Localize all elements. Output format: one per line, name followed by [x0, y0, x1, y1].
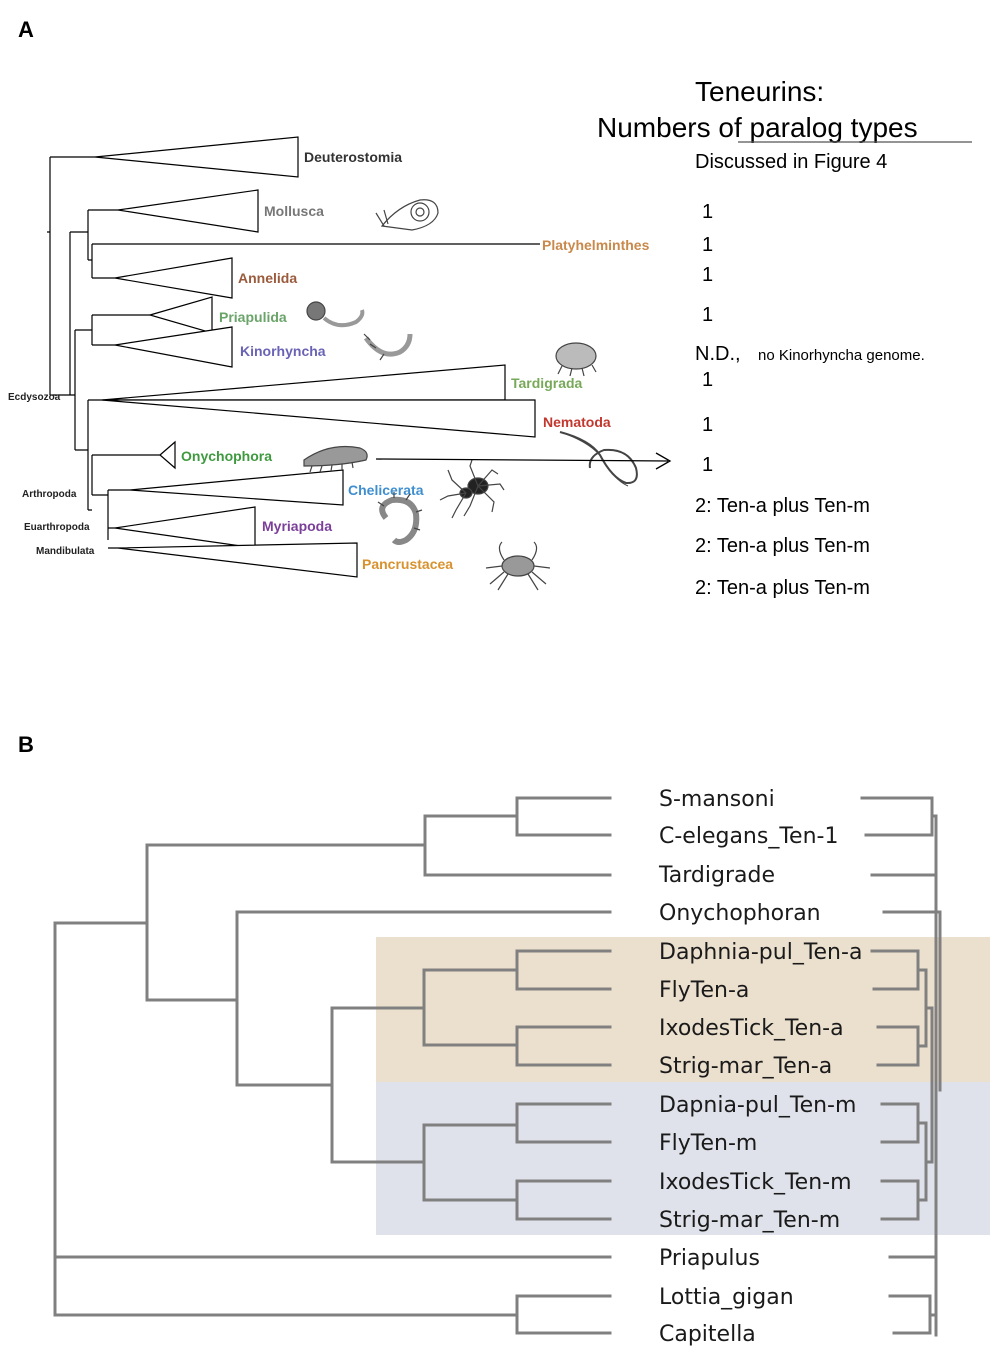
count-kinorhyncha: N.D.,: [695, 343, 741, 365]
panel-a-tree: [47, 156, 540, 549]
taxon-label: Strig-mar_Ten-m: [659, 1208, 840, 1233]
snail-icon: [375, 199, 439, 231]
paralog-subtitle: Discussed in Figure 4: [695, 151, 887, 173]
count-platyhelminthes: 1: [702, 234, 713, 256]
triangle-onychophora: [159, 440, 176, 470]
taxon-label: Capitella: [659, 1322, 756, 1347]
taxon-label: IxodesTick_Ten-a: [659, 1016, 844, 1041]
node-ecdysozoa: Ecdysozoa: [8, 392, 61, 403]
clade-kinorhyncha: Kinorhyncha: [240, 343, 326, 359]
triangle-annelida: [114, 257, 233, 299]
count-annelida: 1: [702, 264, 713, 286]
panel-a-letter: A: [18, 17, 34, 42]
triangle-chelicerata: [129, 469, 344, 506]
crab-icon: [485, 541, 551, 591]
clade-priapulida: Priapulida: [219, 309, 287, 325]
triangle-deuterostomia: [94, 136, 299, 178]
taxon-label: C-elegans_Ten-1: [659, 824, 838, 849]
taxon-label: Priapulus: [659, 1246, 760, 1271]
paralog-title-line1: Teneurins:: [695, 76, 824, 107]
clade-annelida: Annelida: [238, 270, 297, 286]
triangle-tardigrada: [101, 364, 506, 401]
node-arthropoda: Arthropoda: [22, 489, 77, 500]
tardigrade-icon: [555, 342, 597, 377]
ten-a-highlight: [376, 937, 990, 1082]
clade-pancrustacea: Pancrustacea: [362, 556, 453, 572]
count-mollusca: 1: [702, 201, 713, 223]
count-nematoda: 1: [702, 414, 713, 436]
panel-a-triangles: [94, 136, 536, 578]
count-pancrustacea: 2: Ten-a plus Ten-m: [695, 577, 870, 599]
panel-b-right-tree: [860, 796, 942, 1337]
taxon-label: Onychophoran: [659, 901, 821, 926]
paralog-count-column: Teneurins: Numbers of paralog types Disc…: [597, 76, 972, 599]
priapulid-icon: [306, 301, 365, 328]
count-chelicerata: 2: Ten-a plus Ten-m: [695, 495, 870, 517]
clade-myriapoda: Myriapoda: [262, 518, 332, 534]
node-euarthropoda: Euarthropoda: [24, 522, 90, 533]
kinorhynch-icon: [363, 333, 413, 361]
panel-a-node-labels: Ecdysozoa Arthropoda Euarthropoda Mandib…: [8, 392, 95, 557]
triangle-pancrustacea: [117, 542, 358, 578]
paralog-title-line2: Numbers of paralog types: [597, 112, 918, 143]
panel-b-left-tree: [53, 796, 612, 1335]
taxon-label: Daphnia-pul_Ten-a: [659, 940, 862, 965]
clade-platyhelminthes: Platyhelminthes: [542, 237, 650, 253]
count-kinorhyncha-note: no Kinorhyncha genome.: [758, 347, 925, 364]
taxon-label: S-mansoni: [659, 787, 775, 812]
taxon-label: Dapnia-pul_Ten-m: [659, 1093, 856, 1118]
triangle-mollusca: [117, 189, 259, 233]
clade-mollusca: Mollusca: [264, 203, 324, 219]
triangle-nematoda: [101, 399, 536, 438]
nematode-icon: [559, 431, 638, 487]
triangle-kinorhyncha: [114, 326, 233, 368]
taxon-label: FlyTen-m: [659, 1131, 757, 1156]
animal-illustrations: [303, 199, 638, 591]
clade-chelicerata: Chelicerata: [348, 482, 424, 498]
count-tardigrada: 1: [702, 369, 713, 391]
count-myriapoda: 2: Ten-a plus Ten-m: [695, 535, 870, 557]
clade-onychophora: Onychophora: [181, 448, 272, 464]
clade-tardigrada: Tardigrada: [511, 375, 583, 391]
ten-m-highlight: [376, 1082, 990, 1235]
myriapod-icon: [377, 492, 423, 545]
taxon-label: IxodesTick_Ten-m: [659, 1170, 852, 1195]
velvet-worm-icon: [303, 445, 368, 473]
spider-icon: [439, 459, 505, 519]
node-mandibulata: Mandibulata: [36, 546, 95, 557]
panel-b-taxon-labels: S-mansoni C-elegans_Ten-1 Tardigrade Ony…: [658, 787, 862, 1347]
panel-b-letter: B: [18, 732, 34, 757]
count-priapulida: 1: [702, 304, 713, 326]
taxon-label: Strig-mar_Ten-a: [659, 1054, 832, 1079]
onychophora-arrow: [375, 452, 672, 470]
taxon-label: FlyTen-a: [659, 978, 749, 1003]
triangle-myriapoda: [114, 506, 256, 549]
count-onychophora: 1: [702, 454, 713, 476]
triangle-priapulida: [147, 296, 213, 334]
panel-a-clade-labels: Deuterostomia Mollusca Platyhelminthes A…: [181, 149, 650, 572]
taxon-label: Tardigrade: [658, 863, 775, 888]
clade-deuterostomia: Deuterostomia: [304, 149, 402, 165]
taxon-label: Lottia_gigan: [659, 1285, 794, 1310]
clade-nematoda: Nematoda: [543, 414, 611, 430]
